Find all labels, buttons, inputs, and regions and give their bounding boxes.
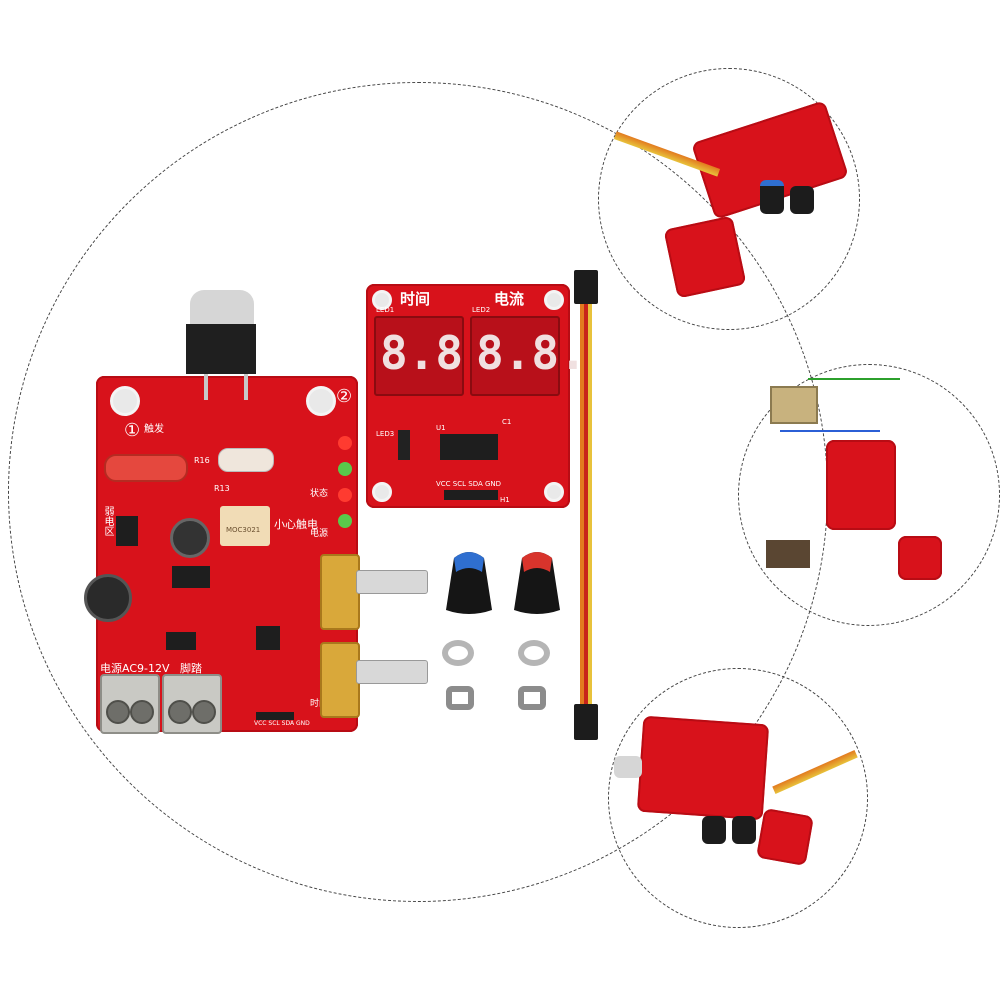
detail-middle-terminal xyxy=(766,540,810,568)
fuse xyxy=(104,454,188,482)
washer xyxy=(518,640,550,666)
status-label-status: 状态 xyxy=(310,489,329,499)
display-board: 时间 电流 LED1 LED2 8.8. 8.8. LED3 U1 C1 VCC… xyxy=(366,284,587,508)
u1-label: U1 xyxy=(436,424,446,432)
detail-bottom-knob xyxy=(732,816,756,844)
foot-label: 脚踏 xyxy=(180,662,202,675)
mounting-hole xyxy=(372,290,392,310)
trigger-label: 触发 xyxy=(144,424,164,435)
header-pins xyxy=(256,712,294,720)
detail-top-knob xyxy=(760,180,784,214)
mounting-hole xyxy=(306,386,336,416)
circle-number-1: ① xyxy=(124,420,141,441)
power-terminal xyxy=(100,674,160,734)
pot-shaft-top xyxy=(356,570,428,594)
detail-bottom-board xyxy=(636,715,770,821)
display-right-digits: 8.8. xyxy=(476,326,587,380)
detail-top-knob xyxy=(790,186,814,214)
board-i2c-label: VCC SCL SDA GND xyxy=(254,720,310,727)
regulator xyxy=(116,516,138,546)
ribbon-connector-bottom xyxy=(574,704,598,740)
display-driver-chip xyxy=(440,434,498,460)
led1-label: LED1 xyxy=(376,306,395,314)
mounting-hole xyxy=(544,290,564,310)
display-pins-label: VCC SCL SDA GND xyxy=(436,480,502,488)
hex-nut xyxy=(446,686,474,710)
display-header xyxy=(444,490,498,500)
status-label-time: 时间 xyxy=(310,699,329,709)
power-label: 电源AC9-12V xyxy=(100,662,170,675)
detail-circle-bottom xyxy=(608,668,868,928)
optocoupler xyxy=(220,506,270,546)
careful-label: 小心触电 xyxy=(274,518,318,531)
detail-middle-wire-blue xyxy=(780,430,880,432)
mounting-hole xyxy=(372,482,392,502)
detail-top-display xyxy=(663,215,747,299)
status-label-power: 电源 xyxy=(310,529,329,539)
capacitor-small xyxy=(170,518,210,558)
detail-bottom-display xyxy=(756,808,814,866)
triac-legs xyxy=(204,374,248,400)
triac-tab xyxy=(190,290,254,330)
red-knob xyxy=(514,552,560,614)
pot-shaft-bottom xyxy=(356,660,428,684)
weak-zone-label: 弱电区 xyxy=(102,506,113,536)
led3-label: LED3 xyxy=(376,430,395,438)
led-red-1 xyxy=(338,436,352,450)
ic-chip xyxy=(172,566,210,588)
detail-middle-wire-green xyxy=(808,378,900,380)
mounting-hole xyxy=(544,482,564,502)
ic-chip-small xyxy=(166,632,196,650)
washer xyxy=(442,640,474,666)
controller-board: ① 触发 ② R16 R13 弱电区 MOC3021 小心触电 电源 状态 时间… xyxy=(84,376,360,734)
c1-label: C1 xyxy=(502,418,512,426)
circle-number-2: ② xyxy=(336,386,353,407)
detail-bottom-triac xyxy=(614,756,642,778)
chip-label: MOC3021 xyxy=(226,526,261,534)
ribbon-connector-top xyxy=(574,270,598,304)
terminal-screw xyxy=(192,700,216,724)
ribbon-cable xyxy=(580,304,592,704)
r13-label: R13 xyxy=(214,484,230,493)
led-red-2 xyxy=(338,488,352,502)
led-green-2 xyxy=(338,514,352,528)
led-green-1 xyxy=(338,462,352,476)
display-title-time: 时间 xyxy=(400,290,431,308)
blue-knob xyxy=(446,552,492,614)
terminal-screw xyxy=(130,700,154,724)
h1-label: H1 xyxy=(500,496,510,504)
display-title-current: 电流 xyxy=(494,290,525,308)
potentiometer-top xyxy=(320,554,360,630)
potentiometer-bottom xyxy=(320,642,360,718)
hex-nut xyxy=(518,686,546,710)
led2-label: LED2 xyxy=(472,306,491,314)
display-left: 8.8. xyxy=(374,316,491,396)
foot-terminal xyxy=(162,674,222,734)
display-right: 8.8. xyxy=(470,316,587,396)
ic-chip-square xyxy=(256,626,280,650)
terminal-screw xyxy=(106,700,130,724)
display-capacitor xyxy=(398,430,410,460)
detail-bottom-knob xyxy=(702,816,726,844)
triac-body xyxy=(186,324,256,374)
resistor xyxy=(218,448,274,472)
detail-middle-display xyxy=(898,536,942,580)
detail-middle-board xyxy=(826,440,896,530)
detail-middle-transformer xyxy=(770,386,818,424)
resistor-label: R16 xyxy=(194,456,210,465)
capacitor-large xyxy=(84,574,132,622)
detail-circle-top xyxy=(598,68,860,330)
mounting-hole xyxy=(110,386,140,416)
detail-circle-middle xyxy=(738,364,1000,626)
terminal-screw xyxy=(168,700,192,724)
